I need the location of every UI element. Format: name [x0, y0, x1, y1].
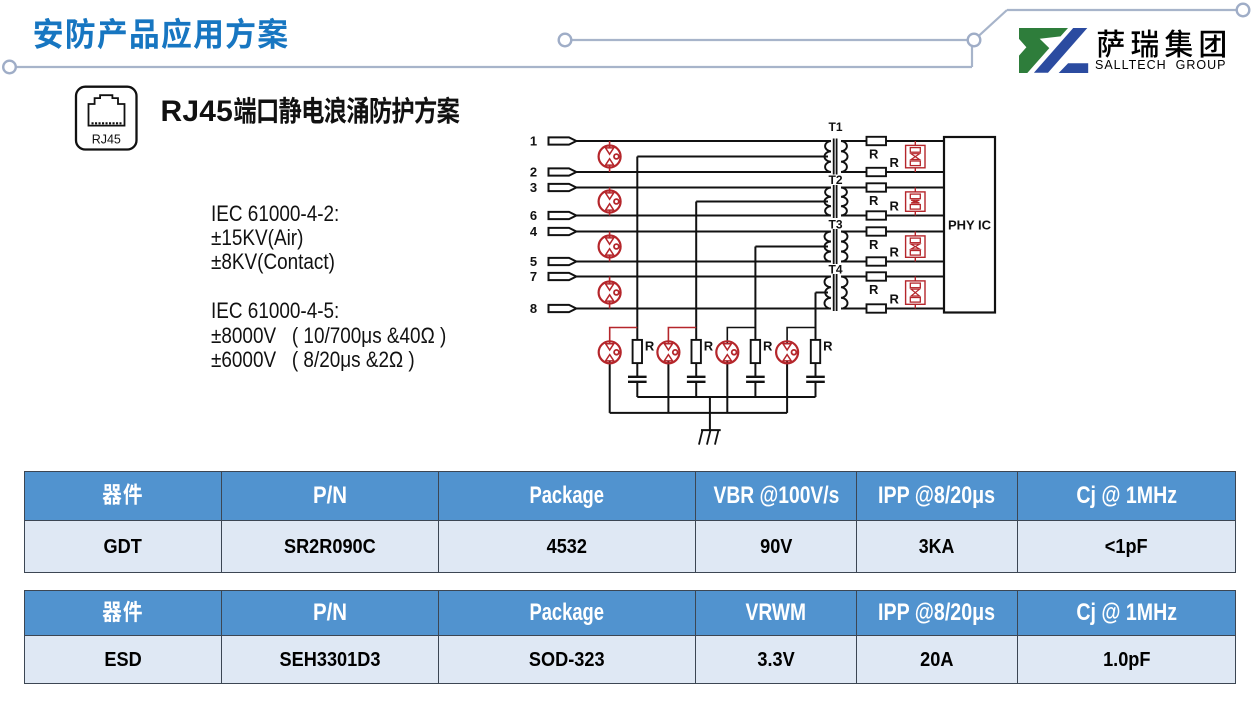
svg-text:3: 3	[530, 180, 537, 195]
svg-text:T3: T3	[828, 218, 842, 232]
svg-text:R: R	[869, 282, 879, 297]
svg-text:6: 6	[530, 208, 537, 223]
svg-text:T2: T2	[828, 173, 842, 187]
svg-text:R: R	[890, 155, 900, 170]
svg-text:R: R	[890, 198, 900, 213]
svg-text:1: 1	[530, 134, 537, 149]
svg-text:R: R	[823, 339, 833, 354]
svg-text:T1: T1	[828, 120, 842, 134]
svg-text:8: 8	[530, 301, 537, 316]
svg-text:R: R	[645, 339, 655, 354]
svg-text:PHY IC: PHY IC	[948, 218, 992, 233]
svg-text:R: R	[890, 291, 900, 306]
svg-text:2: 2	[530, 165, 537, 180]
svg-text:T4: T4	[828, 263, 842, 277]
svg-text:R: R	[763, 339, 773, 354]
svg-text:R: R	[869, 147, 879, 162]
svg-text:7: 7	[530, 269, 537, 284]
svg-text:5: 5	[530, 254, 537, 269]
svg-text:RJ45: RJ45	[92, 133, 121, 147]
svg-text:R: R	[869, 237, 879, 252]
svg-text:4: 4	[530, 224, 538, 239]
svg-text:R: R	[869, 193, 879, 208]
svg-text:R: R	[890, 244, 900, 259]
svg-text:R: R	[704, 339, 714, 354]
